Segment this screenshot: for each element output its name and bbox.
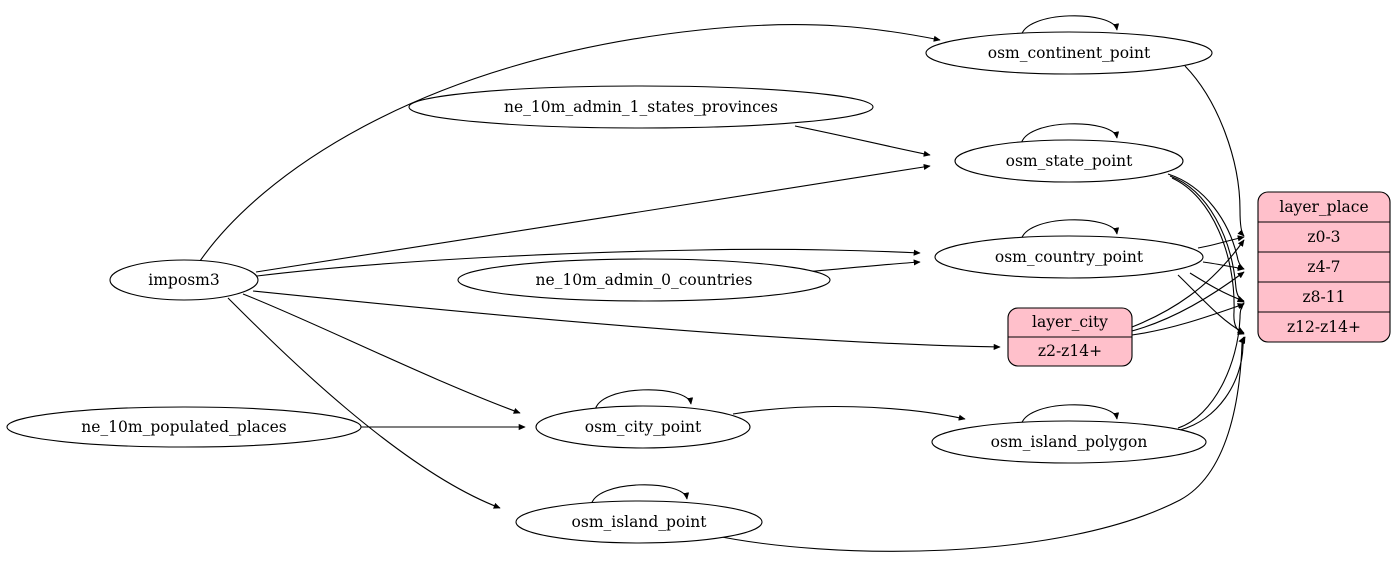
edge-imposm3-to-layer_city (252, 290, 1001, 350)
node-ne_10m_admin_1_states_provinces[interactable]: ne_10m_admin_1_states_provinces (408, 85, 874, 129)
selfloop-osm_continent_point (1020, 15, 1120, 38)
node-label-imposm3: imposm3 (148, 271, 219, 289)
node-label-osm_island_polygon: osm_island_polygon (991, 433, 1148, 451)
node-label-osm_continent_point: osm_continent_point (988, 44, 1151, 62)
layer_city-header: layer_city (1032, 313, 1108, 331)
node-label-ne_10m_populated_places: ne_10m_populated_places (81, 418, 286, 436)
node-layer_place[interactable]: layer_place z0-3 z4-7 z8-11 z12-z14+ (1257, 191, 1391, 343)
edge-layer_city-to-layer_place-z0-3 (1131, 239, 1245, 328)
edge-osm_country_point-to-layer_place-z4-7 (1202, 261, 1245, 272)
layer_place-row-z0-3[interactable]: z0-3 (1307, 228, 1340, 246)
edge-imposm3-to-osm_country_point (256, 248, 921, 277)
node-osm_island_polygon[interactable]: osm_island_polygon (931, 420, 1207, 464)
edge-osm_island_point-to-layer_place-z12-z14+ (711, 336, 1245, 552)
layer_place-row-z4-7[interactable]: z4-7 (1307, 258, 1340, 276)
edge-imposm3-to-osm_city_point (242, 293, 521, 414)
node-osm_island_point[interactable]: osm_island_point (515, 500, 763, 544)
node-label-osm_state_point: osm_state_point (1006, 152, 1134, 170)
layer_place-row-z8-11[interactable]: z8-11 (1303, 288, 1346, 306)
edge-ne_10m_admin_0_countries-to-osm_country_point (804, 259, 921, 273)
selfloop-osm_city_point (594, 389, 694, 412)
selfloop-osm_island_polygon (1020, 404, 1120, 427)
node-label-osm_island_point: osm_island_point (572, 513, 708, 531)
layer_place-header: layer_place (1279, 198, 1368, 216)
edge-osm_city_point-to-osm_island_polygon (732, 405, 966, 421)
node-label-ne_10m_admin_1_states_provinces: ne_10m_admin_1_states_provinces (504, 98, 778, 116)
node-ne_10m_admin_0_countries[interactable]: ne_10m_admin_0_countries (457, 258, 831, 302)
edge-osm_country_point-to-layer_place-z0-3 (1197, 235, 1245, 249)
edge-imposm3-to-osm_continent_point (199, 24, 941, 262)
layer_city-row-z2-z14plus[interactable]: z2-z14+ (1038, 342, 1102, 360)
layer_place-row-z12-z14plus[interactable]: z12-z14+ (1287, 318, 1361, 336)
node-osm_state_point[interactable]: osm_state_point (954, 139, 1184, 183)
node-ne_10m_populated_places[interactable]: ne_10m_populated_places (6, 406, 362, 448)
edge-imposm3-to-osm_state_point (255, 163, 931, 273)
node-label-ne_10m_admin_0_countries: ne_10m_admin_0_countries (536, 271, 753, 289)
node-osm_city_point[interactable]: osm_city_point (535, 405, 751, 449)
selfloop-osm_island_point (590, 484, 690, 507)
nodes-layer: imposm3 ne_10m_populated_places ne_10m_a… (6, 31, 1391, 544)
node-osm_continent_point[interactable]: osm_continent_point (925, 31, 1213, 75)
edges-layer (199, 15, 1246, 552)
edge-layer_city-to-layer_place-z8-11 (1131, 303, 1245, 336)
node-imposm3[interactable]: imposm3 (109, 259, 259, 301)
node-label-osm_city_point: osm_city_point (585, 418, 702, 436)
selfloop-osm_state_point (1020, 123, 1120, 146)
edge-layer_city-to-layer_place-z4-7 (1131, 271, 1245, 332)
edge-osm_continent_point-to-layer_place-z0-3 (1184, 65, 1245, 237)
edge-osm_country_point-to-layer_place-z8-11 (1189, 272, 1245, 302)
node-layer_city[interactable]: layer_city z2-z14+ (1007, 307, 1133, 367)
edge-imposm3-to-osm_island_point (227, 297, 501, 509)
node-label-osm_country_point: osm_country_point (995, 248, 1144, 266)
edge-ne_10m_admin_1_states_provinces-to-osm_state_point (794, 125, 931, 157)
edge-osm_country_point-to-layer_place-z12-z14+ (1177, 274, 1245, 334)
selfloop-osm_country_point (1020, 219, 1120, 242)
node-osm_country_point[interactable]: osm_country_point (934, 235, 1204, 279)
